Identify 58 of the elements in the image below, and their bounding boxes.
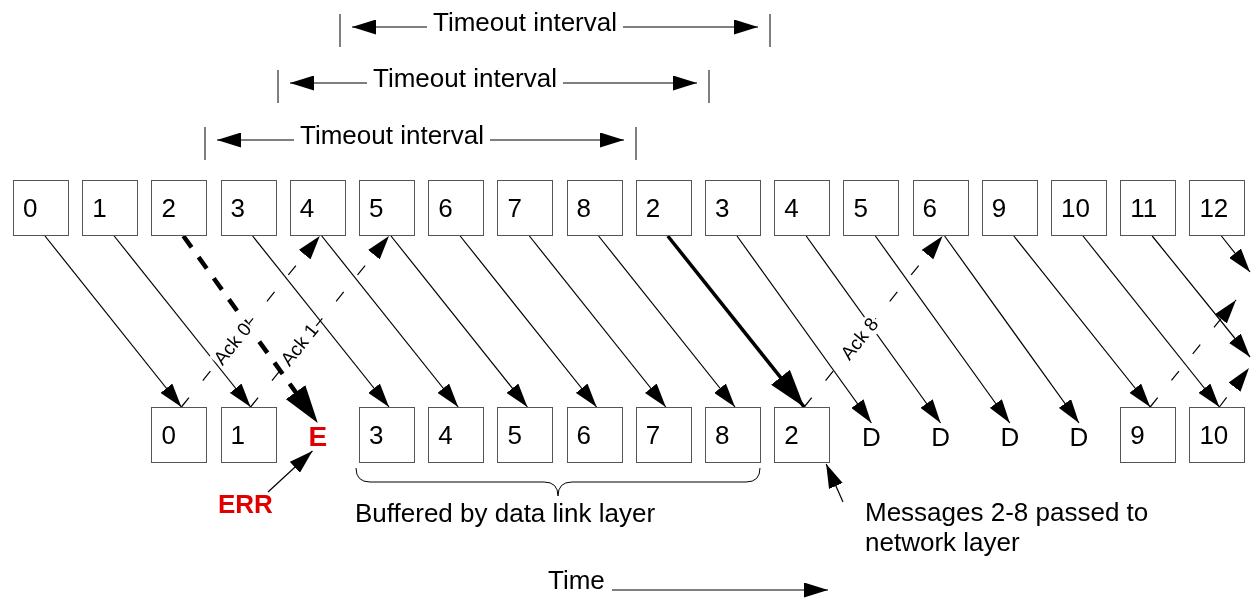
frame-box: 12 <box>1189 180 1246 236</box>
status-letter: D <box>1069 423 1089 451</box>
status-letter: D <box>862 423 881 451</box>
arrow <box>1082 235 1220 408</box>
arrow <box>825 463 844 503</box>
error-mark: E <box>308 423 328 451</box>
frame-box: 9 <box>1120 407 1177 463</box>
frame-box: 2 <box>635 180 692 236</box>
arrow <box>390 235 528 408</box>
frame-box: 3 <box>359 407 415 463</box>
arrow <box>1220 235 1251 273</box>
axis-label: Time <box>548 565 605 595</box>
status-letter: D <box>1000 423 1020 451</box>
frame-box: 8 <box>566 180 623 236</box>
frame-box: 0 <box>13 180 69 236</box>
arrow <box>1151 235 1251 358</box>
frame-box: 2 <box>151 180 208 236</box>
frame-box: 2 <box>774 407 831 463</box>
frame-box: 10 <box>1051 180 1107 236</box>
frame-box: 11 <box>1120 180 1177 236</box>
dashed-arrow <box>1218 367 1250 408</box>
arrow <box>874 235 1011 424</box>
frame-box: 0 <box>151 407 208 463</box>
arrow <box>44 235 182 408</box>
frame-box: 1 <box>82 180 139 236</box>
frame-box: 4 <box>428 407 485 463</box>
frame-box: 3 <box>220 180 277 236</box>
error-label: ERR <box>218 490 273 518</box>
arrow <box>113 235 252 408</box>
frame-box: 5 <box>497 407 554 463</box>
frame-box: 8 <box>705 407 761 463</box>
frame-box: 10 <box>1189 407 1246 463</box>
frame-box: 5 <box>843 180 900 236</box>
arrow <box>321 235 459 408</box>
frame-box: 4 <box>774 180 831 236</box>
frame-box: 4 <box>289 180 346 236</box>
arrow <box>944 235 1080 424</box>
arrow <box>267 450 314 493</box>
frame-box: 6 <box>428 180 485 236</box>
arrow <box>736 235 872 424</box>
arrow <box>1013 235 1151 408</box>
note-text: Messages 2-8 passed to network layer <box>865 497 1195 557</box>
frame-box: 9 <box>981 180 1038 236</box>
edge-label: Ack 0 <box>209 318 256 370</box>
frame-box: 1 <box>220 407 277 463</box>
dashed-arrow <box>1149 299 1237 408</box>
arrow <box>666 234 806 409</box>
frame-box: 6 <box>912 180 969 236</box>
frame-box: 5 <box>359 180 415 236</box>
frame-box: 7 <box>497 180 554 236</box>
frame-box: 6 <box>566 407 623 463</box>
frame-box: 7 <box>635 407 692 463</box>
status-letter: D <box>931 423 950 451</box>
arrow <box>598 235 736 408</box>
arrow <box>528 235 667 408</box>
brace-label: Buffered by data link layer <box>355 498 656 528</box>
arrow <box>459 235 598 408</box>
frame-box: 3 <box>705 180 761 236</box>
